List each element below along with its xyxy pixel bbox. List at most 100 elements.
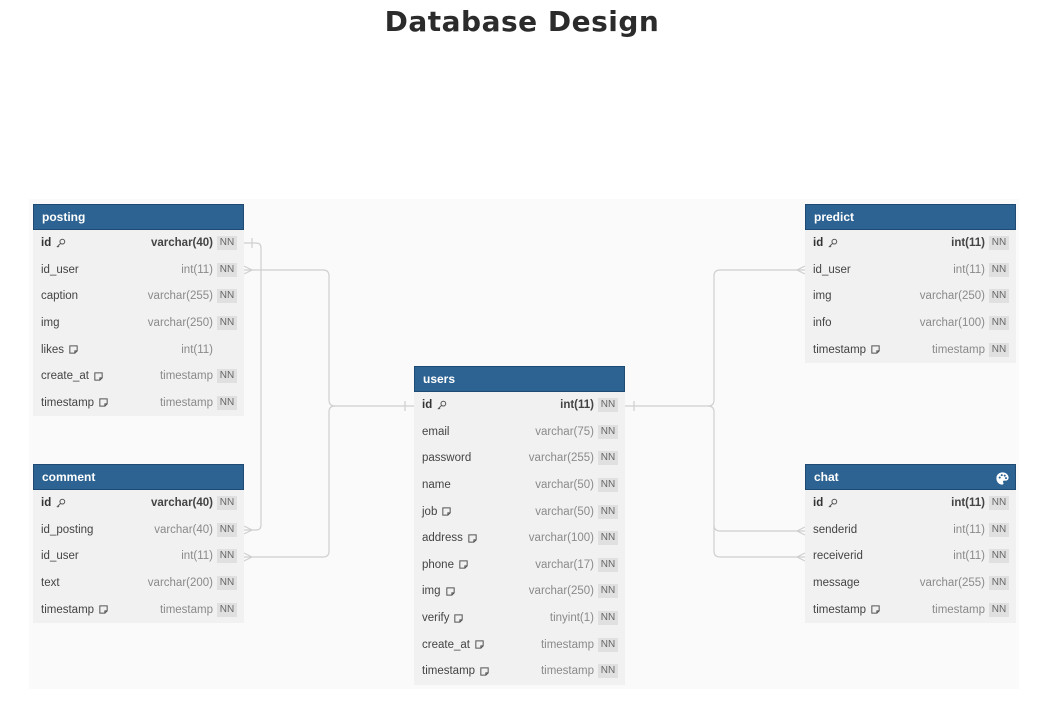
not-null-badge: NN — [598, 611, 618, 626]
field-type: varchar(40) — [150, 497, 213, 510]
field-name: timestamp — [422, 665, 476, 678]
note-icon — [870, 344, 881, 355]
field-type: int(11) — [953, 523, 985, 536]
table-header[interactable]: posting — [33, 204, 244, 230]
not-null-badge: NN — [217, 369, 237, 384]
key-icon — [827, 238, 838, 249]
field-name-cell: caption — [41, 290, 148, 302]
field-type: varchar(50) — [535, 479, 594, 492]
field-name: id — [813, 237, 824, 250]
table-header[interactable]: predict — [805, 204, 1016, 230]
field-name: senderid — [813, 523, 858, 536]
not-null-badge: NN — [217, 549, 237, 564]
not-null-badge: NN — [989, 262, 1009, 277]
field-name: timestamp — [41, 396, 95, 409]
field-name-cell: id_posting — [41, 524, 154, 536]
table-header[interactable]: chat — [805, 464, 1016, 490]
field-name: name — [422, 479, 451, 492]
field-name: img — [813, 290, 832, 303]
field-name-cell: img — [41, 317, 148, 329]
field-name-cell: id_user — [813, 264, 953, 276]
field-name-cell: timestamp — [422, 665, 541, 677]
note-icon — [453, 613, 464, 624]
field-name: email — [422, 425, 450, 438]
field-name-cell: id — [41, 497, 151, 509]
field-type: timestamp — [540, 638, 594, 651]
field-name-cell: timestamp — [813, 344, 932, 356]
not-null-badge: NN — [217, 602, 237, 617]
field-name: id_user — [41, 550, 79, 563]
table-comment[interactable]: comment id varchar(40) NN id_posting varchar(… — [33, 464, 244, 623]
field-type: varchar(200) — [147, 577, 213, 590]
not-null-badge: NN — [989, 522, 1009, 537]
not-null-badge: NN — [217, 576, 237, 591]
not-null-badge: NN — [598, 531, 618, 546]
field-name-cell: text — [41, 577, 148, 589]
table-header[interactable]: users — [414, 366, 625, 392]
field-type: varchar(100) — [919, 317, 985, 330]
note-icon — [467, 533, 478, 544]
field-name-cell: info — [813, 317, 920, 329]
field-name: receiverid — [813, 550, 863, 563]
palette-icon[interactable] — [995, 470, 1010, 485]
field-type: timestamp — [540, 665, 594, 678]
not-null-badge: NN — [989, 496, 1009, 511]
field-type: timestamp — [931, 343, 985, 356]
field-name: create_at — [41, 370, 89, 383]
field-type: int(11) — [181, 263, 213, 276]
field-name: id_posting — [41, 523, 94, 536]
not-null-badge: NN — [989, 342, 1009, 357]
field-name: caption — [41, 290, 79, 303]
field-name: id — [41, 497, 52, 510]
field-name: create_at — [422, 638, 470, 651]
note-icon — [98, 604, 109, 615]
field-name: message — [813, 577, 860, 590]
field-name: img — [41, 317, 60, 330]
table-row[interactable]: senderid int(11) NN — [805, 517, 1016, 544]
field-name-cell: img — [422, 585, 529, 597]
field-name: id — [813, 497, 824, 510]
field-name-cell: create_at — [422, 639, 541, 651]
field-type: varchar(40) — [154, 523, 213, 536]
table-header[interactable]: comment — [33, 464, 244, 490]
key-icon — [55, 238, 66, 249]
field-name-cell: id_user — [41, 550, 181, 562]
not-null-badge: NN — [989, 236, 1009, 251]
